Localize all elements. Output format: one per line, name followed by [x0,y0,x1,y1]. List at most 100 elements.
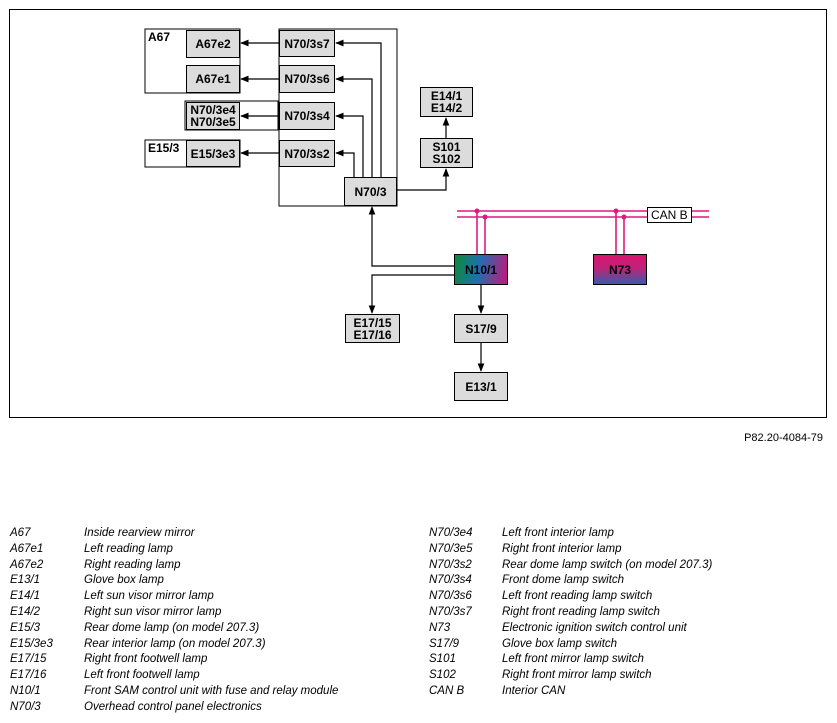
wire-n70-3-s101 [397,168,450,191]
legend-desc: Right front mirror lamp switch [502,669,652,682]
legend-code: E15/3 [10,621,41,634]
legend-desc: Glove box lamp [84,574,164,587]
legend-desc: Left reading lamp [84,542,173,555]
legend-item: E15/3e3 Rear interior lamp (on model 207.… [10,638,410,654]
legend-desc: Right front footwell lamp [84,653,208,666]
n70-3e-box: N70/3e4 N70/3e5 [186,102,240,130]
legend-code: N70/3s6 [429,590,472,603]
legend-item: E17/16 Left front footwell lamp [10,669,410,685]
legend-desc: Rear dome lamp switch (on model 207.3) [502,558,713,571]
legend-item: CAN B Interior CAN [429,685,829,701]
e15-3e3-label: E15/3e3 [190,146,236,161]
s102-label: S102 [432,152,461,166]
legend-desc: Left front interior lamp [502,527,614,539]
e14-1-label: E14/1 [430,89,463,103]
legend-desc: Interior CAN [502,684,566,697]
legend-code: A67e1 [10,542,44,555]
legend-desc: Left front footwell lamp [84,669,200,682]
legend-code: S101 [429,653,456,666]
legend-item: A67e1 Left reading lamp [10,543,410,559]
legend-item: N70/3e4 Left front interior lamp [429,527,829,543]
can-node-3 [613,208,619,214]
n10-1-box: N10/1 [454,254,508,285]
can-node-1 [474,208,480,214]
e17-15-label: E17/15 [353,315,392,330]
legend-item: E14/2 Right sun visor mirror lamp [10,606,410,622]
legend-code: N70/3e5 [429,542,473,555]
n70-3e5-label: N70/3e5 [190,115,236,129]
e13-1-box: E13/1 [454,372,508,401]
legend-desc: Right sun visor mirror lamp [84,605,222,618]
legend-code: E15/3e3 [10,637,53,650]
n70-3s7-label: N70/3s7 [284,36,330,51]
legend-desc: Glove box lamp switch [502,637,618,650]
reference-code: P82.20-4084-79 [744,432,823,444]
legend-code: N70/3s4 [429,574,472,587]
legend-code: A67 [10,527,31,539]
n10-1-label: N10/1 [464,262,498,277]
legend-desc: Left front reading lamp switch [502,590,653,603]
wire-n10-1-e17 [368,274,454,314]
legend-code: E17/15 [10,653,47,666]
legend-code: N73 [429,621,451,634]
legend-item: A67 Inside rearview mirror [10,527,410,543]
s17-9-box: S17/9 [454,314,508,343]
legend-code: N70/3e4 [429,527,473,539]
n73-label: N73 [608,262,631,277]
n70-3e4-label: N70/3e4 [190,103,236,117]
can-b-label: CAN B [647,207,692,223]
e14-box: E14/1 E14/2 [420,87,473,117]
e15-3e3-box: E15/3e3 [186,140,240,167]
e15-3-label: E15/3 [148,141,180,155]
wire-n70-3-s4 [335,112,364,177]
a67e1-box: A67e1 [186,65,240,93]
n73-box: N73 [593,254,647,285]
legend-code: S17/9 [429,637,460,650]
n70-3s6-box: N70/3s6 [279,65,335,93]
legend-item: N70/3e5 Right front interior lamp [429,543,829,559]
legend-desc: Overhead control panel electronics [84,700,262,713]
legend-desc: Front SAM control unit with fuse and rel… [84,684,339,697]
legend-code: S102 [429,669,456,682]
wire-n70-3-s7 [335,39,382,177]
legend-desc: Right reading lamp [84,558,181,571]
legend-item: S102 Right front mirror lamp switch [429,669,829,685]
diagram-frame [9,9,827,418]
n70-3s6-label: N70/3s6 [284,72,330,86]
wire-n10-1-n70-3 [368,206,454,267]
legend-desc: Rear interior lamp (on model 207.3) [84,637,266,650]
can-node-2 [482,214,488,220]
legend-code: N70/3s7 [429,605,472,618]
legend-code: CAN B [429,684,465,697]
legend-desc: Left sun visor mirror lamp [84,590,214,603]
n70-3s7-box: N70/3s7 [279,30,335,57]
n70-3-label: N70/3 [354,184,387,199]
a67-label: A67 [148,30,171,44]
a67-outline [144,28,241,94]
s17-9-label: S17/9 [465,321,497,336]
legend-code: E14/2 [10,605,41,618]
wire-n70-3-s6 [335,75,373,177]
legend-desc: Left front mirror lamp switch [502,653,644,666]
n70-3-box: N70/3 [344,177,397,206]
e17-16-label: E17/16 [353,327,392,342]
legend-item: E13/1 Glove box lamp [10,574,410,590]
legend-code: E17/16 [10,669,47,682]
a67e2-label: A67e2 [195,37,231,51]
legend-item: S17/9 Glove box lamp switch [429,638,829,654]
n70-3s2-label: N70/3s2 [284,146,330,161]
legend-code: E13/1 [10,574,41,587]
legend-item: N70/3s6 Left front reading lamp switch [429,590,829,606]
n70-3s4-box: N70/3s4 [279,102,335,130]
legend-desc: Inside rearview mirror [84,527,195,539]
legend-desc: Right front interior lamp [502,542,622,555]
a67e1-label: A67e1 [195,72,231,86]
e17-box: E17/15 E17/16 [345,314,400,343]
a67e2-box: A67e2 [186,30,240,58]
